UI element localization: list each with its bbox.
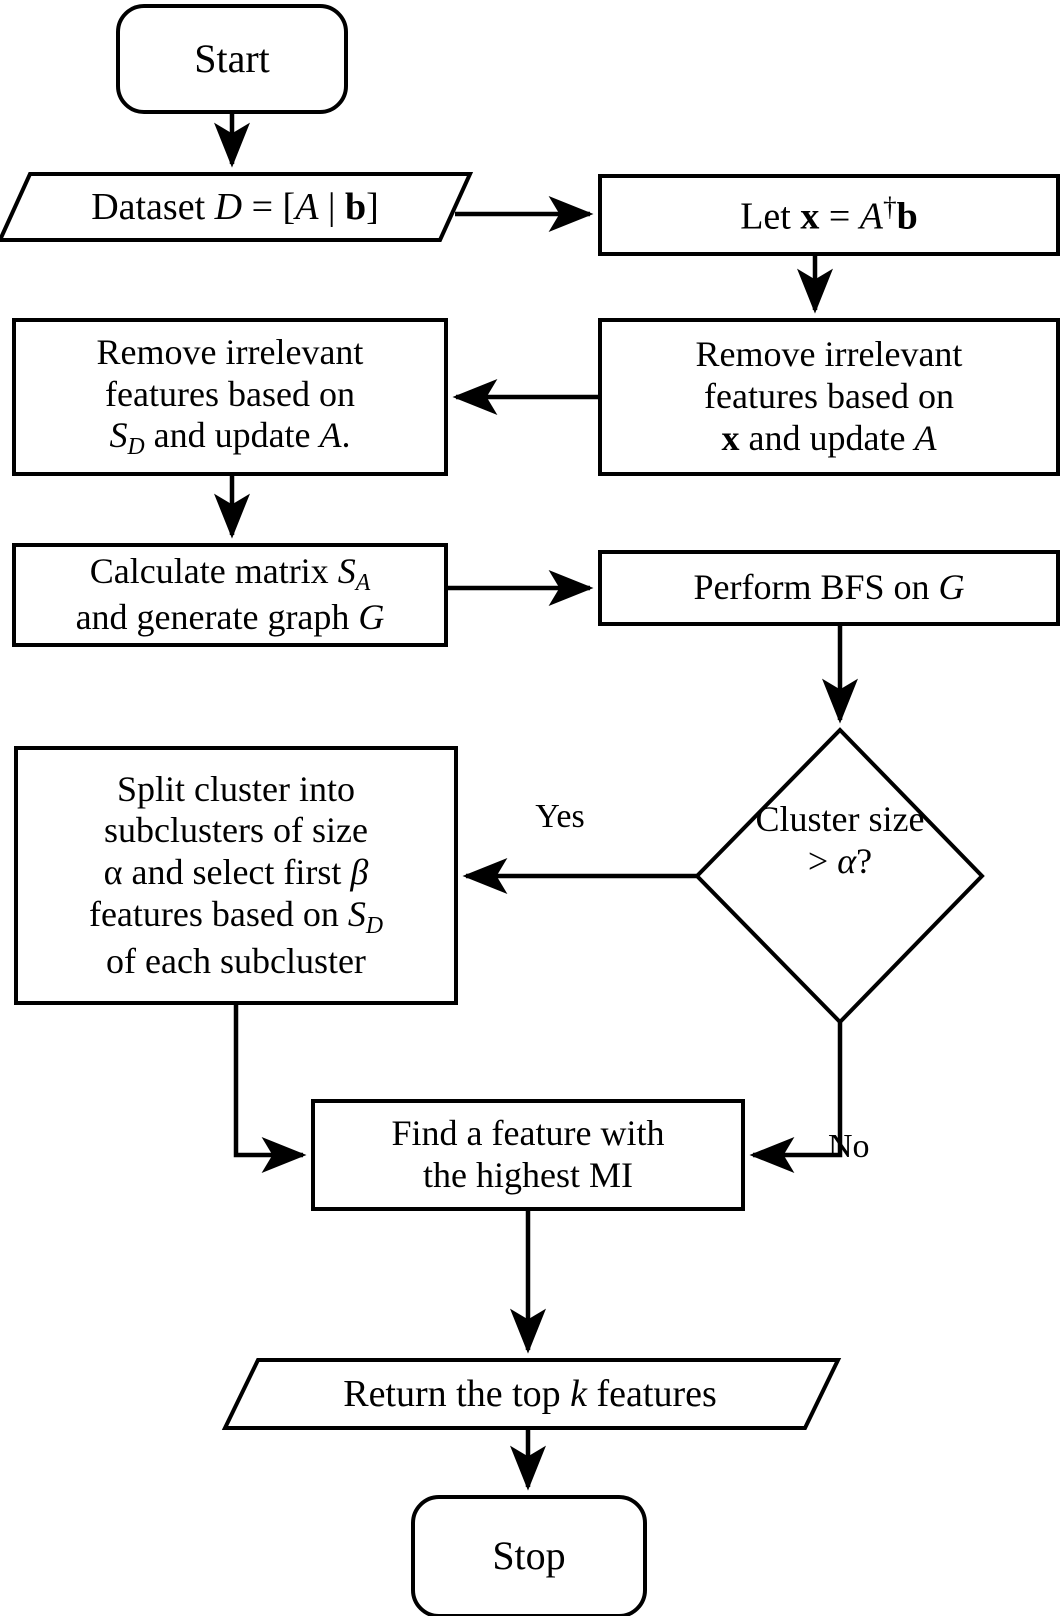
node-shape-stop[interactable] — [411, 1495, 647, 1616]
node-shape-bfs[interactable] — [598, 550, 1060, 626]
arrow-split-to-find-mi — [233, 1003, 307, 1173]
arrow-decision-no-to-find-mi — [749, 1022, 843, 1173]
node-shape-calculate-sa[interactable] — [12, 543, 448, 647]
node-shape-let-x[interactable] — [598, 174, 1060, 256]
node-shape-decision[interactable] — [694, 727, 985, 1025]
edge-label-yes: Yes — [535, 798, 585, 835]
node-shape-remove-x[interactable] — [598, 318, 1060, 476]
node-shape-remove-sd[interactable] — [12, 318, 448, 476]
node-shape-start[interactable] — [116, 4, 348, 114]
node-shape-dataset[interactable] — [0, 172, 474, 242]
node-shape-find-mi[interactable] — [311, 1099, 745, 1211]
edge-label-no: No — [828, 1128, 870, 1165]
node-shape-split[interactable] — [14, 746, 458, 1005]
node-shape-return-k[interactable] — [221, 1358, 842, 1430]
